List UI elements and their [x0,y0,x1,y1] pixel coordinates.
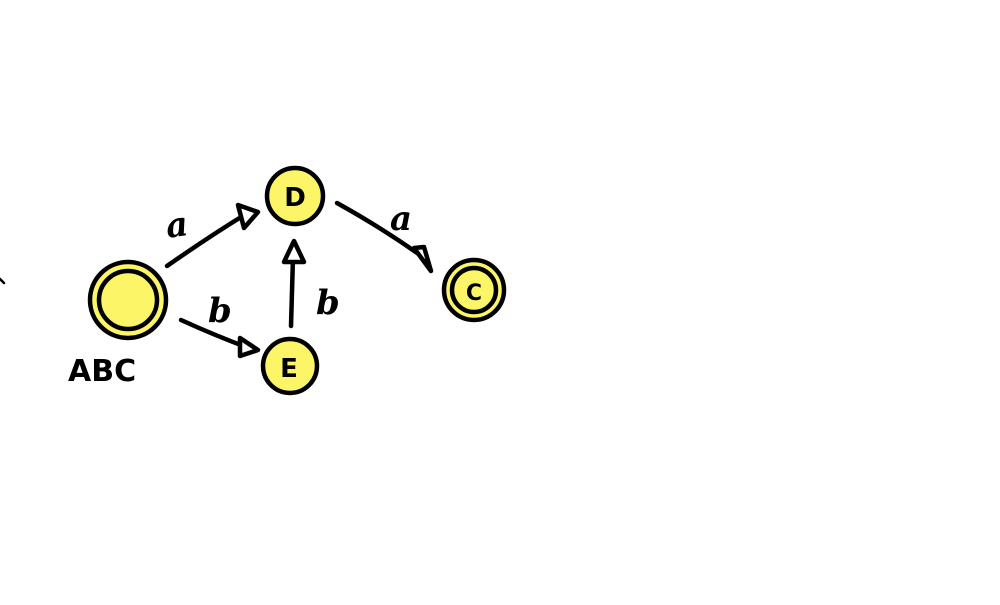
arrowhead-icon [237,335,261,359]
state-label-c: C [466,281,482,306]
state-name-start: ABC [68,354,136,389]
stray-mark [0,277,6,285]
arrowhead-icon [235,202,261,231]
state-e[interactable]: E [260,336,320,396]
arrowhead-icon [281,238,307,265]
state-d[interactable]: D [264,165,326,227]
state-start[interactable] [87,259,169,341]
state-label-e: E [280,354,298,384]
edge-e-to-d [281,238,307,329]
edge-label-d-to-c: a [390,199,412,239]
edge-label-e-to-d: b [316,283,340,323]
arrowhead-icon [411,244,434,274]
edge-d-to-c [334,200,434,274]
edge-label-start-to-e: b [208,291,232,331]
edge-start-to-d [164,202,261,269]
state-c[interactable]: C [441,257,507,323]
state-label-d: D [284,183,306,213]
edge-label-start-to-d: a [163,204,190,247]
edge-start-to-e [178,317,261,359]
